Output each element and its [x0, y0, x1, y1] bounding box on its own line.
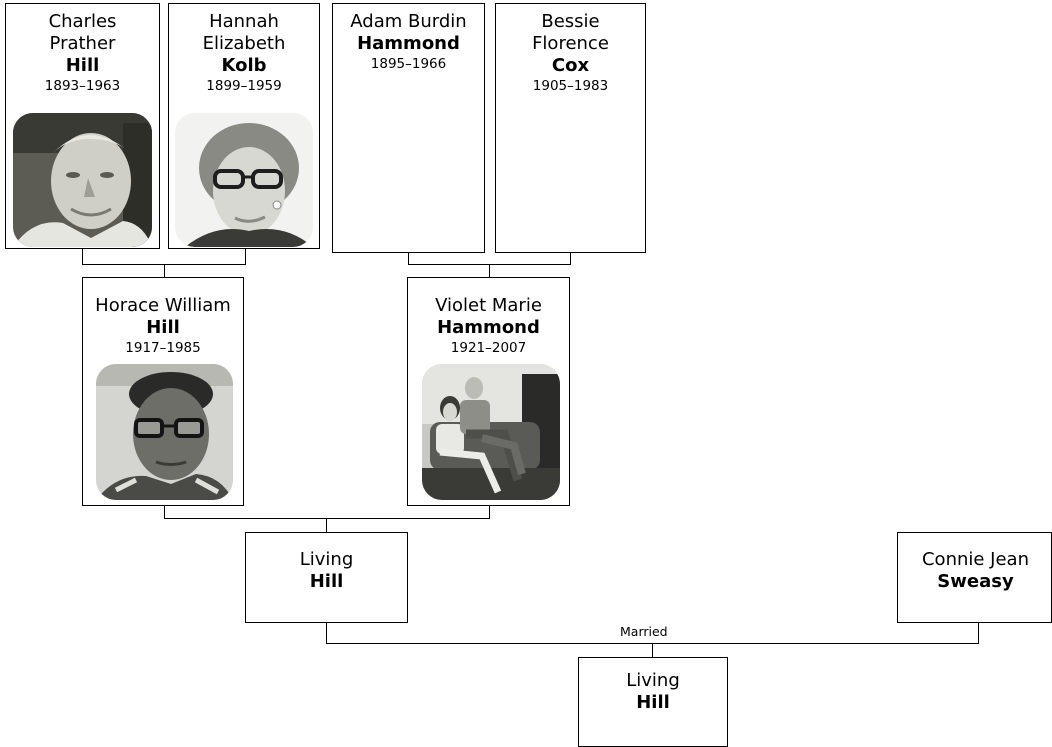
- connector-married: [326, 622, 979, 657]
- given-name: Violet Marie: [435, 295, 542, 316]
- connector-hill-hammond: [164, 505, 490, 532]
- given-name: Living: [626, 670, 680, 691]
- surname: Hill: [146, 317, 180, 338]
- given-name: Bessie Florence: [532, 11, 609, 54]
- surname: Hill: [309, 571, 344, 592]
- person-card-horace-hill[interactable]: Horace William Hill 1917–1985: [82, 277, 244, 506]
- person-card-violet-hammond[interactable]: Violet Marie Hammond 1921–2007: [407, 277, 570, 506]
- given-name: Charles Prather: [48, 11, 117, 54]
- life-dates: 1921–2007: [450, 340, 527, 356]
- life-dates: 1893–1963: [44, 78, 121, 94]
- person-card-living-hill-child[interactable]: Living Hill: [578, 657, 728, 747]
- connector-hammond-cox: [408, 248, 571, 277]
- surname: Hammond: [437, 317, 540, 338]
- life-dates: 1905–1983: [532, 78, 609, 94]
- couple-photo: [422, 364, 560, 500]
- life-dates: 1917–1985: [125, 340, 201, 356]
- person-card-connie-sweasy[interactable]: Connie Jean Sweasy: [897, 532, 1052, 623]
- person-card-living-hill[interactable]: Living Hill: [245, 532, 408, 623]
- person-card-adam-hammond[interactable]: Adam Burdin Hammond 1895–1966: [332, 3, 485, 253]
- surname: Hill: [65, 55, 100, 76]
- given-name: Connie Jean: [921, 549, 1029, 570]
- portrait-photo: [96, 364, 233, 500]
- connector-hill-kolb: [82, 248, 246, 277]
- portrait-photo: [13, 113, 152, 247]
- portrait-photo: [175, 113, 313, 247]
- life-dates: 1899–1959: [206, 78, 282, 94]
- given-name: Horace William: [95, 295, 231, 316]
- given-name: Adam Burdin: [350, 11, 467, 32]
- life-dates: 1895–1966: [370, 56, 447, 72]
- surname: Cox: [551, 55, 590, 76]
- given-name: Living: [299, 549, 354, 570]
- surname: Hammond: [357, 33, 460, 54]
- person-card-bessie-cox[interactable]: Bessie Florence Cox 1905–1983: [495, 3, 646, 253]
- given-name: Hannah Elizabeth: [202, 11, 286, 54]
- person-card-charles-hill[interactable]: Charles Prather Hill 1893–1963: [5, 3, 160, 249]
- person-card-hannah-kolb[interactable]: Hannah Elizabeth Kolb 1899–1959: [168, 3, 320, 249]
- surname: Kolb: [221, 55, 267, 76]
- surname: Hill: [636, 692, 670, 713]
- surname: Sweasy: [937, 571, 1014, 592]
- married-label: Married: [620, 624, 668, 639]
